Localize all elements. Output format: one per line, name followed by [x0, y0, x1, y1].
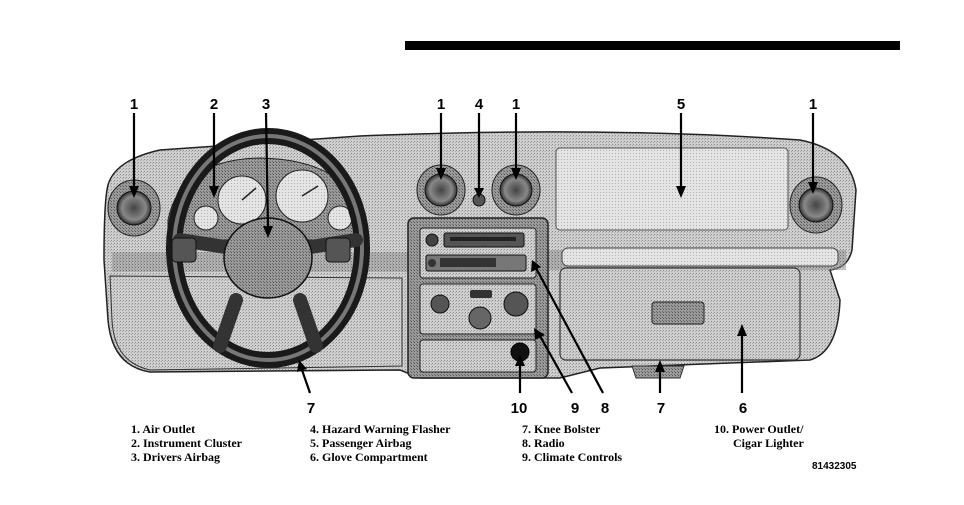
legend-item: 8. Radio	[522, 436, 622, 450]
callout-5: 5	[677, 96, 685, 113]
callout-1-left: 1	[130, 96, 138, 113]
legend-item: 5. Passenger Airbag	[310, 436, 450, 450]
callout-4: 4	[475, 96, 484, 113]
figure-id: 81432305	[812, 461, 857, 472]
callout-1-right: 1	[809, 96, 817, 113]
radio-knob-icon	[426, 234, 438, 246]
passenger-airbag-panel	[556, 148, 788, 230]
legend-col-2: 4. Hazard Warning Flasher 5. Passenger A…	[310, 422, 450, 464]
callout-7-right: 7	[657, 400, 665, 417]
temp-knob-icon	[469, 307, 491, 329]
legend-item: 9. Climate Controls	[522, 450, 622, 464]
callout-10: 10	[511, 400, 528, 417]
callout-3: 3	[262, 96, 270, 113]
callout-8: 8	[601, 400, 609, 417]
callout-9: 9	[571, 400, 579, 417]
callout-1-center-left: 1	[437, 96, 445, 113]
center-stack	[408, 218, 548, 378]
callout-6: 6	[739, 400, 747, 417]
callout-1-center-right: 1	[512, 96, 520, 113]
fan-knob-icon	[431, 295, 449, 313]
legend-col-3: 7. Knee Bolster 8. Radio 9. Climate Cont…	[522, 422, 622, 464]
legend-item: 6. Glove Compartment	[310, 450, 450, 464]
legend-item: 2. Instrument Cluster	[131, 436, 242, 450]
legend-item: 7. Knee Bolster	[522, 422, 622, 436]
radio	[420, 228, 536, 278]
legend-item: 10. Power Outlet/	[714, 422, 804, 436]
callout-7-left: 7	[307, 400, 315, 417]
glove-box-handle	[652, 302, 704, 324]
legend-item: 1. Air Outlet	[131, 422, 242, 436]
mode-knob-icon	[504, 292, 528, 316]
callout-2: 2	[210, 96, 218, 113]
legend-item: 4. Hazard Warning Flasher	[310, 422, 450, 436]
legend-col-1: 1. Air Outlet 2. Instrument Cluster 3. D…	[131, 422, 242, 464]
legend-item: 3. Drivers Airbag	[131, 450, 242, 464]
legend-item: Cigar Lighter	[714, 436, 804, 450]
climate-controls	[420, 284, 536, 334]
legend-col-4: 10. Power Outlet/ Cigar Lighter	[714, 422, 804, 450]
